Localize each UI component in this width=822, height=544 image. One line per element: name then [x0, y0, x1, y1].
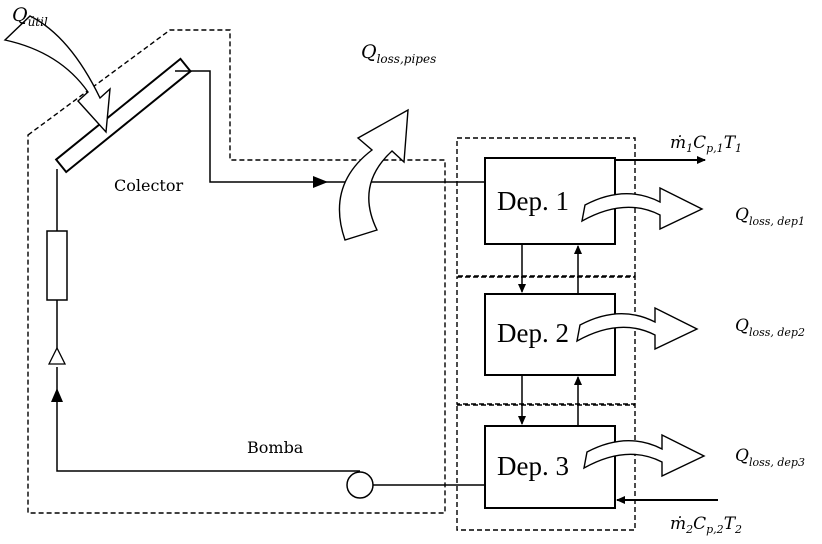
tank-1-label: Dep. 1: [497, 186, 569, 216]
tank2-loss-arrow: [576, 306, 699, 351]
tank2-loss-label: Qloss, dep2: [735, 316, 805, 339]
useful-heat-label: Qútil: [12, 4, 48, 29]
pump-icon: [346, 470, 374, 499]
tank3-loss-label: Qloss, dep3: [735, 446, 805, 469]
tank1-loss-label: Qloss, dep1: [735, 205, 805, 228]
tank-2-boundary: [456, 276, 636, 405]
collector-outlet-pipe: [175, 70, 485, 183]
collector-label: Colector: [114, 176, 183, 195]
pump-label: Bomba: [247, 438, 304, 457]
pipe-loss-arrow: [338, 108, 409, 241]
return-flow-arrow: [51, 388, 63, 402]
tank-1-boundary: [456, 137, 636, 277]
solar-collector: [54, 57, 192, 174]
tank3-loss-arrow: [583, 433, 706, 478]
useful-heat-arrow: [3, 15, 111, 134]
outlet-flow-label: ṁ1Cp,1T1: [670, 133, 742, 155]
tank1-loss-arrow: [581, 186, 704, 231]
tank-3: [484, 425, 616, 509]
inlet-flow-label: ṁ2Cp,2T2: [670, 514, 742, 536]
collector-loop-boundary: [27, 29, 446, 514]
check-valve-icon: [47, 346, 67, 365]
flow-arrow-to-tank: [313, 176, 328, 188]
tank-3-boundary: [456, 404, 636, 531]
tank-2-label: Dep. 2: [497, 318, 569, 348]
auxiliary-heater: [46, 230, 68, 301]
pipe-loss-label: Qloss,pipes: [361, 41, 436, 66]
tank-2: [484, 293, 616, 376]
tank-3-label: Dep. 3: [497, 451, 569, 481]
